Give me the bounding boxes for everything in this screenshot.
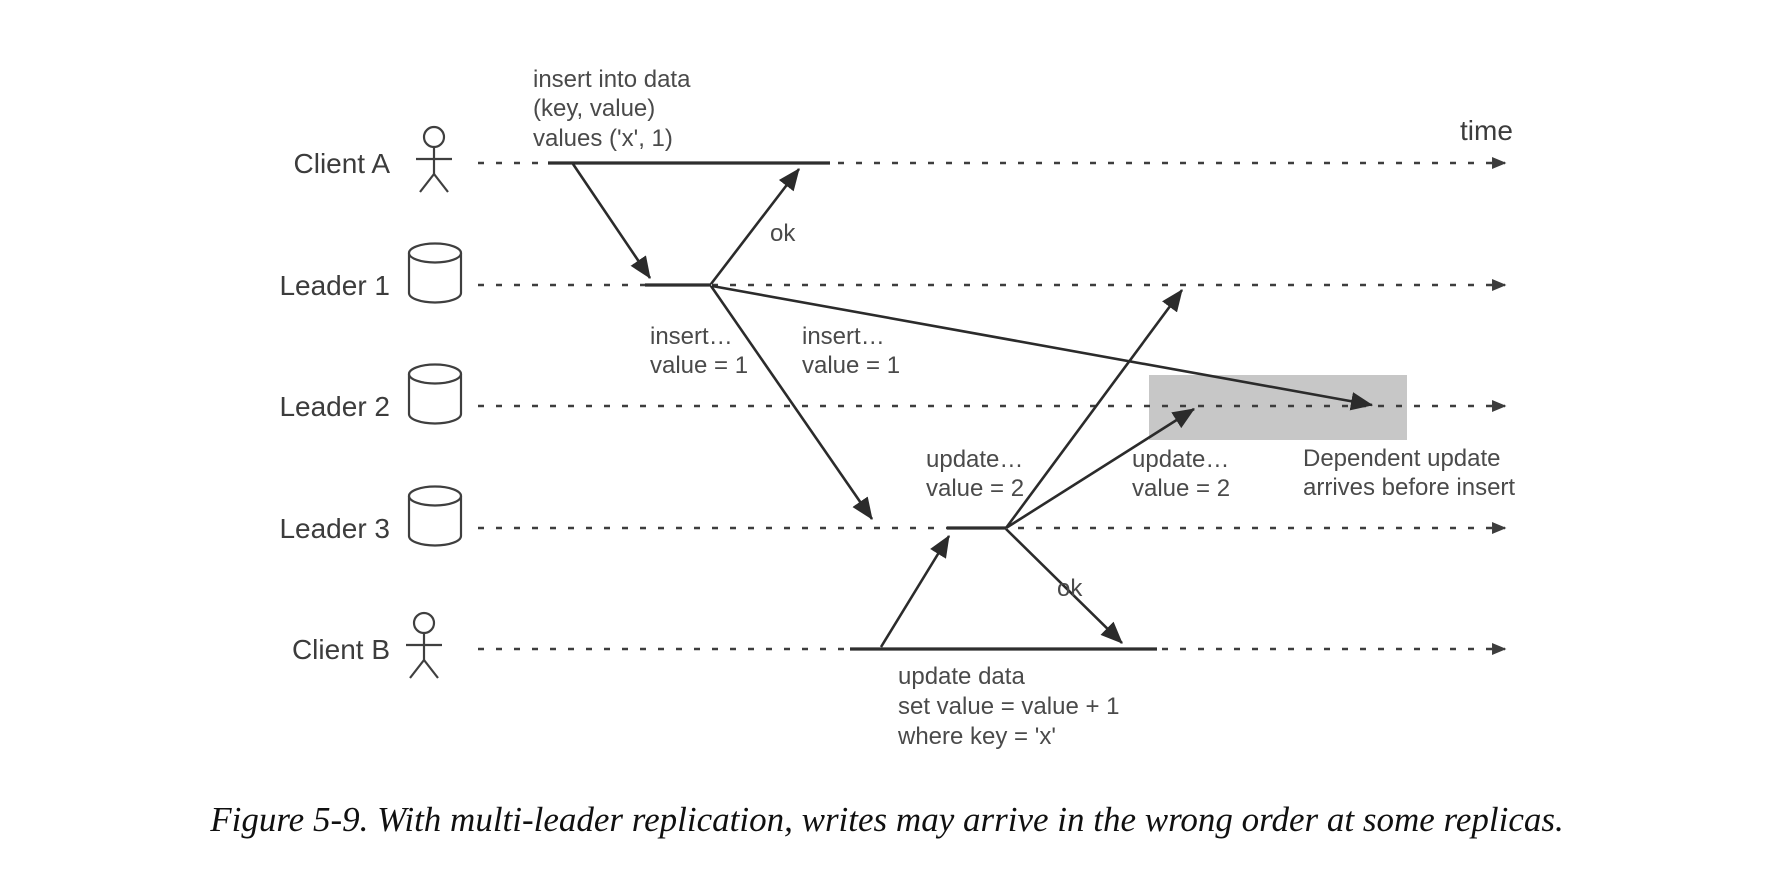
label-dependent-note-line1: Dependent update — [1303, 445, 1501, 472]
database-icon — [407, 242, 463, 304]
label-insert-to-leader3-line1: insert… — [650, 323, 733, 350]
timeline-leader-3: Leader 3 — [279, 485, 1507, 547]
person-icon — [406, 611, 442, 679]
arrow-client-b-update-request — [879, 535, 951, 648]
label-ok-client-b: ok — [1057, 575, 1083, 602]
label-insert-to-leader3-line2: value = 1 — [650, 352, 748, 379]
dependent-update-highlight — [1149, 375, 1407, 440]
arrow-update-replication-to-leader2 — [1005, 407, 1195, 530]
label-update-request-line3: where key = 'x' — [897, 723, 1056, 750]
row-label-leader-3: Leader 3 — [279, 513, 390, 544]
label-update-to-leader1-line1: update… — [926, 446, 1023, 473]
annotation-labels: insert into data (key, value) values ('x… — [533, 66, 1515, 750]
label-insert-request-line2: (key, value) — [533, 95, 655, 122]
label-insert-to-leader2-line2: value = 1 — [802, 352, 900, 379]
label-time-axis: time — [1460, 115, 1513, 146]
arrow-leader1-ok-response — [709, 168, 801, 285]
figure-caption: Figure 5-9. With multi-leader replicatio… — [210, 800, 1564, 839]
row-label-client-b: Client B — [292, 634, 390, 665]
row-label-leader-1: Leader 1 — [279, 270, 390, 301]
database-icon — [407, 485, 463, 547]
label-update-to-leader1-line2: value = 2 — [926, 475, 1024, 502]
message-arrows — [571, 163, 1374, 648]
arrow-client-a-insert-request — [571, 163, 652, 279]
label-dependent-note-line2: arrives before insert — [1303, 474, 1515, 501]
timeline-client-a: Client A — [294, 125, 1507, 193]
label-update-to-leader2-line1: update… — [1132, 446, 1229, 473]
arrow-insert-replication-to-leader2 — [711, 284, 1374, 411]
label-insert-to-leader2-line1: insert… — [802, 323, 885, 350]
row-label-leader-2: Leader 2 — [279, 391, 390, 422]
arrow-update-replication-to-leader1 — [1004, 289, 1184, 529]
label-update-request-line2: set value = value + 1 — [898, 693, 1119, 720]
timeline-client-b: Client B — [292, 611, 1507, 679]
person-icon — [416, 125, 452, 193]
arrow-leader3-ok-response — [1005, 528, 1123, 644]
timeline-leader-1: Leader 1 — [279, 242, 1507, 304]
label-insert-request-line3: values ('x', 1) — [533, 125, 673, 152]
database-icon — [407, 363, 463, 425]
label-update-request-line1: update data — [898, 663, 1025, 690]
timeline-leader-2: Leader 2 — [279, 363, 1507, 425]
label-insert-request-line1: insert into data — [533, 66, 691, 93]
row-label-client-a: Client A — [294, 148, 391, 179]
label-ok-client-a: ok — [770, 220, 796, 247]
label-update-to-leader2-line2: value = 2 — [1132, 475, 1230, 502]
arrow-insert-replication-to-leader3 — [709, 285, 874, 520]
